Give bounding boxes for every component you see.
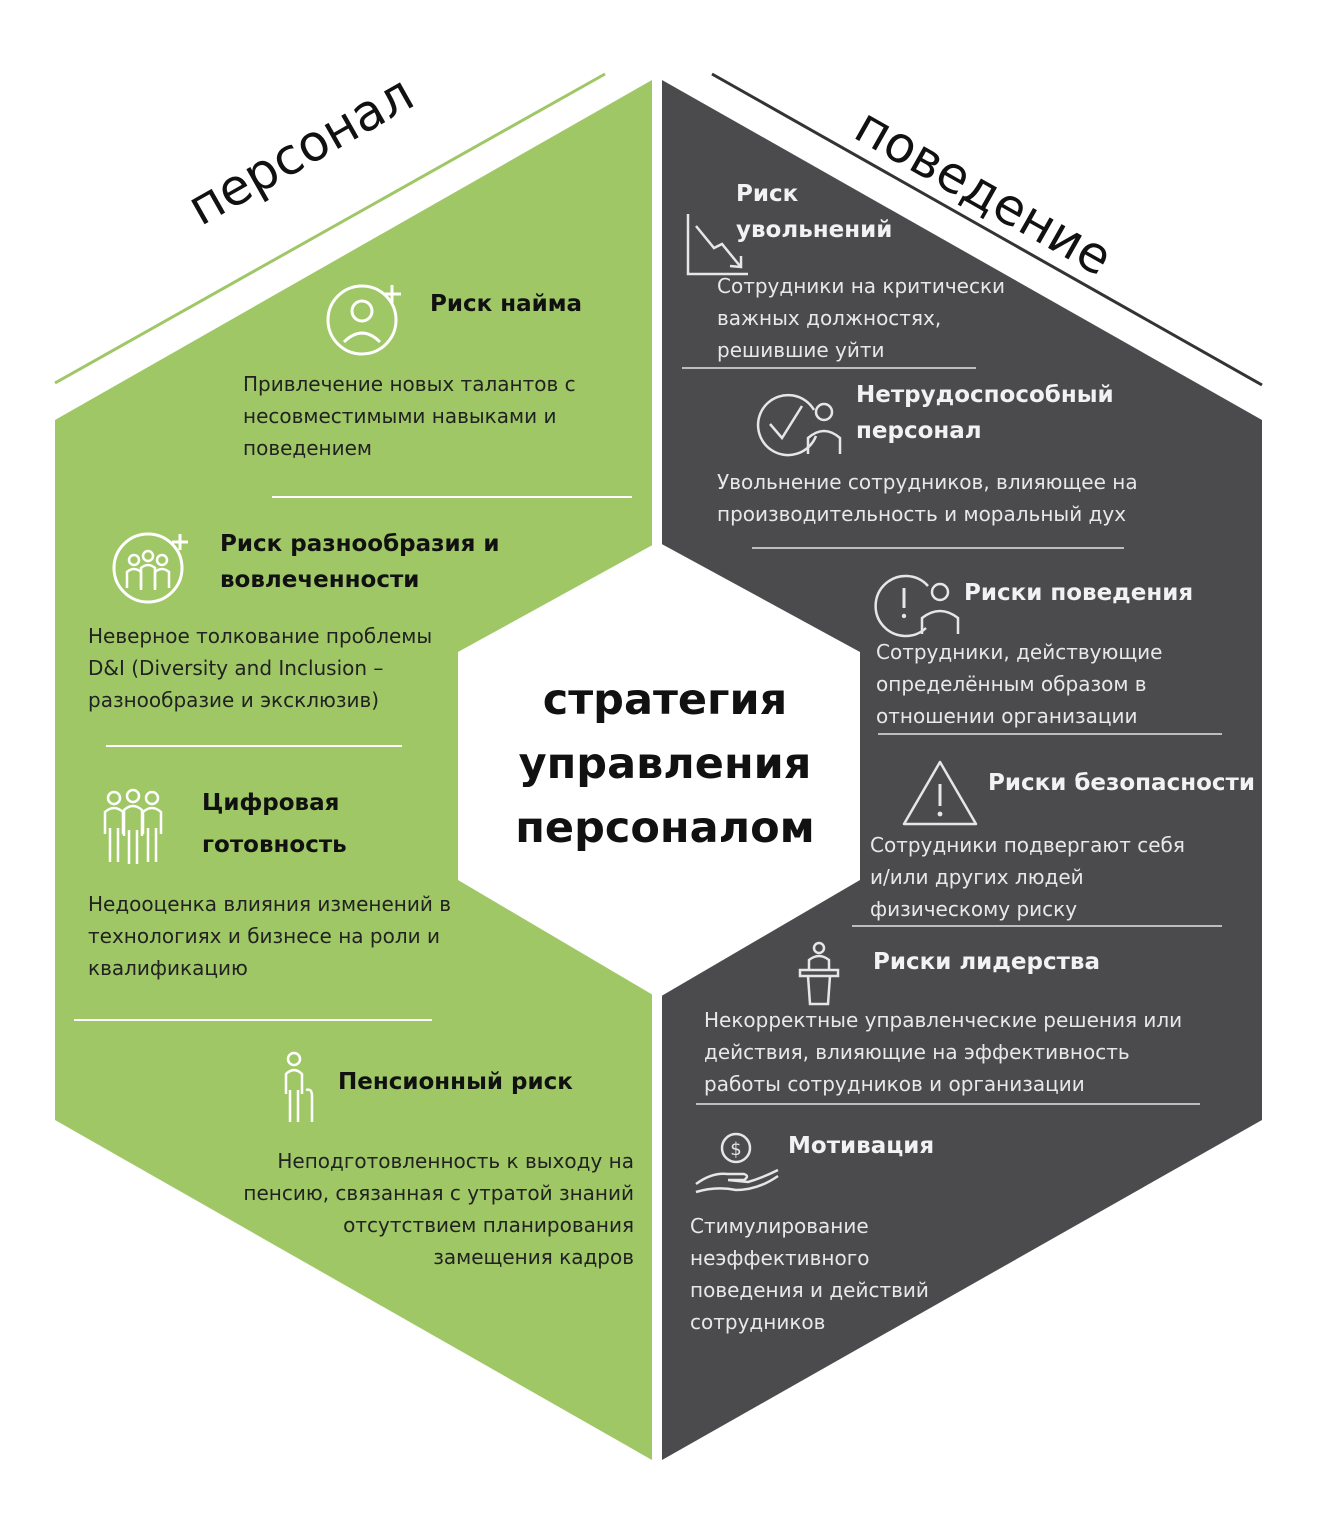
desc-line: действия, влияющие на эффективность xyxy=(704,1040,1130,1064)
desc-line: Стимулирование xyxy=(690,1214,869,1238)
title-line: готовность xyxy=(202,832,347,858)
desc-line: определённым образом в xyxy=(876,672,1147,696)
elderly-person-icon xyxy=(284,1051,314,1122)
risk-title: Мотивация xyxy=(788,1133,935,1159)
desc-line: решившие уйти xyxy=(717,338,885,362)
center-line-2: управления xyxy=(518,739,812,789)
desc-line: работы сотрудников и организации xyxy=(704,1072,1085,1096)
podium-speaker-icon xyxy=(798,941,840,1006)
svg-text:$: $ xyxy=(730,1139,741,1160)
center-title: стратегия управления персоналом xyxy=(480,668,850,860)
desc-line: отношении организации xyxy=(876,704,1138,728)
desc-line: неэффективного xyxy=(690,1246,870,1270)
desc-line: Неподготовленность к выходу на xyxy=(277,1149,634,1173)
warning-triangle-icon xyxy=(902,760,978,826)
title-line: Цифровая xyxy=(202,790,340,816)
desc-line: и/или других людей xyxy=(870,865,1084,889)
title-line: Риск xyxy=(736,181,799,207)
desc-line: Недооценка влияния изменений в xyxy=(88,892,452,916)
add-user-icon xyxy=(326,284,401,356)
title-line: Нетрудоспособный xyxy=(856,382,1114,408)
risk-description: Некорректные управленческие решения или … xyxy=(704,1004,1182,1100)
risk-description: Сотрудники, действующие определённым обр… xyxy=(876,636,1162,732)
left-edge-line xyxy=(54,72,606,385)
risk-title: Цифровая готовность xyxy=(202,782,347,866)
risk-title: Пенсионный риск xyxy=(338,1069,573,1095)
desc-line: поведением xyxy=(243,436,373,460)
desc-line: физическому риску xyxy=(870,897,1078,921)
declining-chart-icon xyxy=(686,214,748,276)
risk-description: Неверное толкование проблемы D&I (Divers… xyxy=(88,620,432,716)
desc-line: Привлечение новых талантов с xyxy=(243,372,576,396)
center-hexagon xyxy=(458,542,860,998)
desc-line: замещения кадров xyxy=(433,1245,634,1269)
desc-line: квалификацию xyxy=(88,956,248,980)
risk-description: Привлечение новых талантов с несовместим… xyxy=(243,368,576,464)
center-line-3: персоналом xyxy=(515,803,815,853)
risk-title: Риски безопасности xyxy=(988,770,1255,796)
title-line: увольнений xyxy=(736,217,893,243)
desc-line: отсутствием планирования xyxy=(343,1213,634,1237)
desc-line: разнообразие и эксклюзив) xyxy=(88,688,380,712)
desc-line: производительность и моральный дух xyxy=(717,502,1127,526)
person-check-icon xyxy=(756,393,842,457)
risk-description: Стимулирование неэффективного поведения … xyxy=(690,1210,929,1338)
desc-line: пенсию, связанная с утратой знаний xyxy=(243,1181,634,1205)
desc-line: Сотрудники, действующие xyxy=(876,640,1163,664)
risk-title: Риск увольнений xyxy=(736,176,892,248)
left-green-half xyxy=(55,80,652,1460)
desc-line: Увольнение сотрудников, влияющее на xyxy=(717,470,1138,494)
money-hand-icon: $ xyxy=(695,1132,779,1194)
risk-title: Риски поведения xyxy=(964,580,1194,606)
desc-line: Некорректные управленческие решения или xyxy=(704,1008,1183,1032)
desc-line: D&I (Diversity and Inclusion – xyxy=(88,656,384,680)
risk-title: Риск найма xyxy=(430,291,583,317)
person-alert-icon xyxy=(874,574,960,638)
risk-title: Нетрудоспособный персонал xyxy=(856,377,1114,449)
desc-line: Сотрудники на критически xyxy=(717,274,1006,298)
risk-title: Риск разнообразия и вовлеченности xyxy=(220,526,499,598)
right-dark-half xyxy=(662,80,1262,1460)
risk-description: Увольнение сотрудников, влияющее на прои… xyxy=(717,466,1138,530)
desc-line: сотрудников xyxy=(690,1310,826,1334)
right-edge-line xyxy=(711,72,1263,387)
title-line: вовлеченности xyxy=(220,567,420,593)
desc-line: Неверное толкование проблемы xyxy=(88,624,433,648)
center-line-1: стратегия xyxy=(542,675,788,725)
desc-line: технологиях и бизнесе на роли и xyxy=(88,924,440,948)
desc-line: важных должностях, xyxy=(717,306,942,330)
desc-line: Сотрудники подвергают себя xyxy=(870,833,1185,857)
risk-description: Сотрудники на критически важных должност… xyxy=(717,270,1005,366)
desc-line: поведения и действий xyxy=(690,1278,929,1302)
risk-description: Сотрудники подвергают себя и/или других … xyxy=(870,829,1185,925)
risk-title: Риски лидерства xyxy=(873,949,1100,975)
desc-line: несовместимыми навыками и xyxy=(243,404,557,428)
group-add-icon xyxy=(112,532,188,604)
title-line: Риск разнообразия и xyxy=(220,531,500,557)
risk-description: Недооценка влияния изменений в технологи… xyxy=(88,888,451,984)
people-group-icon xyxy=(103,788,163,864)
title-line: персонал xyxy=(856,418,982,444)
risk-description: Неподготовленность к выходу на пенсию, с… xyxy=(210,1145,634,1273)
